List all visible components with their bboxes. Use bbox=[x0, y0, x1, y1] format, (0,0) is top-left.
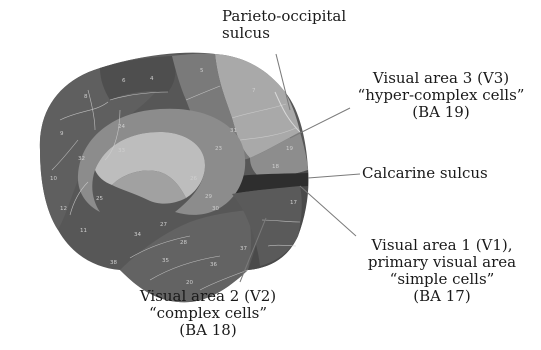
label-line: “hyper-complex cells” bbox=[350, 87, 532, 104]
label-line: “complex cells” bbox=[118, 305, 298, 322]
region-number: 38 bbox=[110, 260, 117, 266]
label-line: “simple cells” bbox=[352, 271, 532, 288]
leader-line-v1 bbox=[300, 186, 356, 236]
label-line: (BA 17) bbox=[352, 288, 532, 305]
region-number: 23 bbox=[215, 146, 222, 152]
label-visual-area-1: Visual area 1 (V1), primary visual area … bbox=[352, 237, 532, 305]
region-number: 37 bbox=[240, 246, 247, 252]
region-number: 26 bbox=[190, 176, 197, 182]
region-number: 6 bbox=[122, 78, 126, 84]
region-number: 8 bbox=[84, 94, 88, 100]
label-line: Parieto-occipital bbox=[222, 8, 346, 25]
region-number: 17 bbox=[290, 200, 297, 206]
region-number: 7 bbox=[252, 88, 256, 94]
region-number: 29 bbox=[205, 194, 212, 200]
region-number: 4 bbox=[150, 76, 154, 82]
label-line: Calcarine sulcus bbox=[362, 165, 488, 182]
region-number: 30 bbox=[212, 206, 219, 212]
label-line: primary visual area bbox=[352, 254, 532, 271]
region-number: 24 bbox=[118, 124, 125, 130]
region-number: 28 bbox=[180, 240, 187, 246]
region-number: 10 bbox=[50, 176, 57, 182]
region-number: 18 bbox=[272, 164, 279, 170]
label-line: Visual area 2 (V2) bbox=[118, 288, 298, 305]
region-number: 32 bbox=[78, 156, 85, 162]
label-calcarine-sulcus: Calcarine sulcus bbox=[362, 165, 488, 182]
leader-line-calcarine bbox=[308, 174, 360, 178]
label-visual-area-2: Visual area 2 (V2) “complex cells” (BA 1… bbox=[118, 288, 298, 339]
label-parieto-occipital-sulcus: Parieto-occipital sulcus bbox=[222, 8, 346, 42]
region-number: 35 bbox=[162, 258, 169, 264]
label-line: sulcus bbox=[222, 25, 346, 42]
region-number: 33 bbox=[118, 148, 125, 154]
label-line: Visual area 3 (V3) bbox=[350, 70, 532, 87]
region-number: 25 bbox=[96, 196, 103, 202]
region-number: 5 bbox=[200, 68, 204, 74]
region-number: 19 bbox=[286, 146, 293, 152]
label-visual-area-3: Visual area 3 (V3) “hyper-complex cells”… bbox=[350, 70, 532, 121]
region-number: 31 bbox=[230, 128, 237, 134]
region-number: 12 bbox=[60, 206, 67, 212]
region-number: 27 bbox=[160, 222, 167, 228]
region-number: 34 bbox=[134, 232, 141, 238]
label-line: (BA 18) bbox=[118, 322, 298, 339]
region-number: 11 bbox=[80, 228, 87, 234]
region-number: 20 bbox=[186, 280, 193, 286]
region-number: 9 bbox=[60, 131, 64, 137]
label-line: Visual area 1 (V1), bbox=[352, 237, 532, 254]
region-number: 36 bbox=[210, 262, 217, 268]
label-line: (BA 19) bbox=[350, 104, 532, 121]
